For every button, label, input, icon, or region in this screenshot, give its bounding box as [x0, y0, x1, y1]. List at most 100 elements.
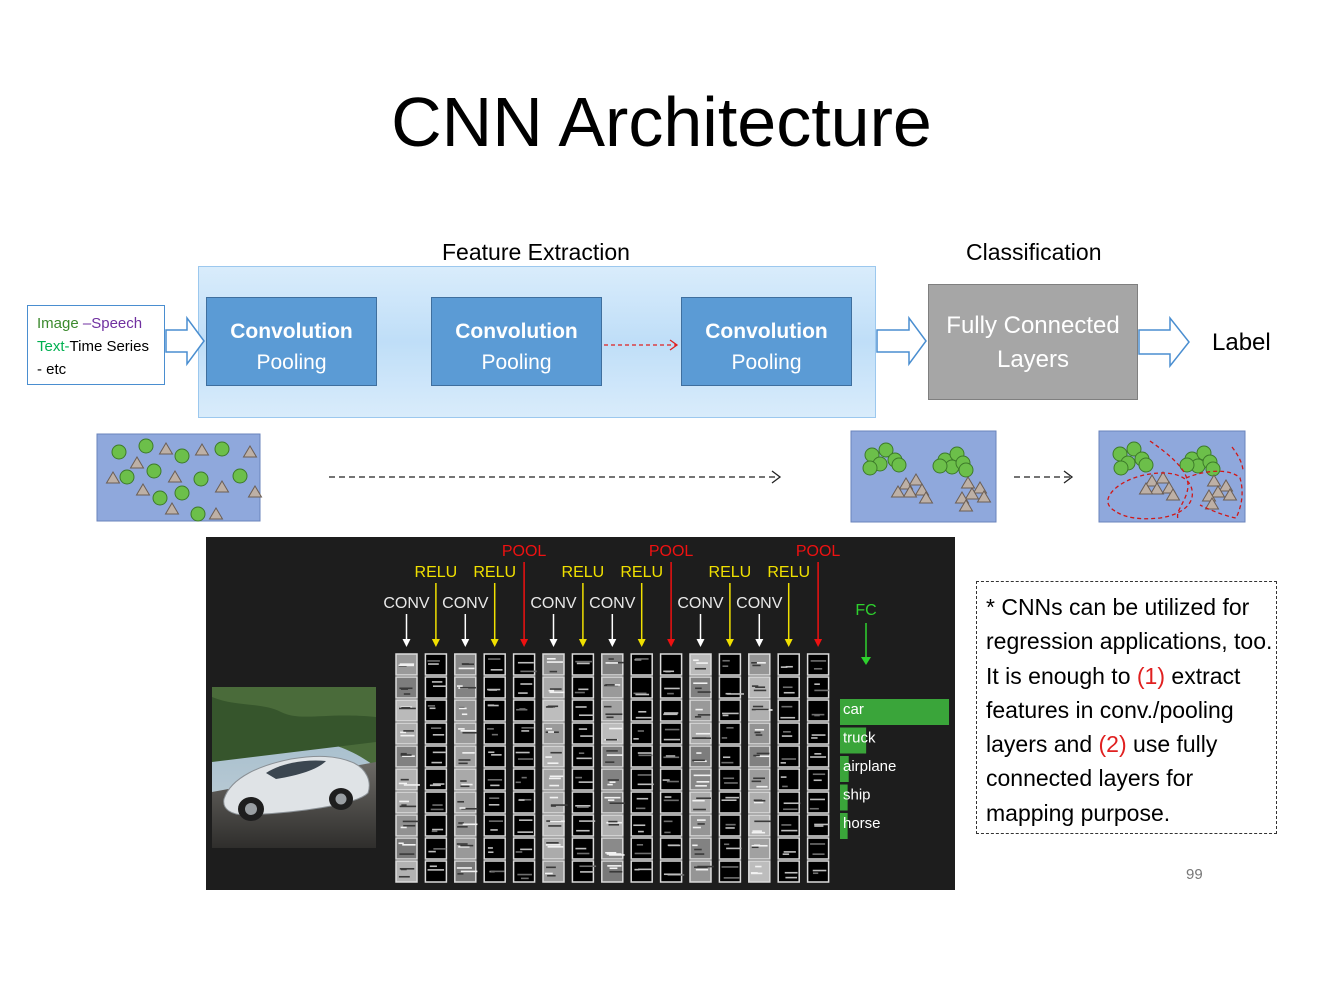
layer-arrow-icon — [461, 614, 470, 647]
conv-label: Convolution — [455, 320, 578, 343]
relu-layer-label: RELU — [709, 564, 752, 581]
fc-line-1: Fully Connected — [946, 312, 1120, 339]
class-score-bar: ship — [840, 784, 871, 811]
layer-arrow-icon — [549, 614, 558, 647]
pool-layer-label: POOL — [649, 543, 694, 560]
input-image-text: Image — [37, 315, 79, 332]
note-text: extract — [1165, 662, 1241, 689]
conv-pool-block-3: Convolution Pooling — [681, 297, 852, 386]
feature-map-column — [483, 653, 506, 883]
relu-layer-label: RELU — [415, 564, 458, 581]
conv-label: Convolution — [705, 320, 828, 343]
score-bar — [840, 784, 848, 811]
classified-scatter — [1098, 430, 1246, 523]
relu-layer-label: RELU — [562, 564, 605, 581]
relu-layer-label: RELU — [620, 564, 663, 581]
feature-map-column — [395, 653, 420, 883]
dashed-arrow-icon — [329, 470, 782, 484]
layer-arrow-icon — [755, 614, 764, 647]
feature-map-column — [454, 653, 478, 883]
input-separator: – — [78, 315, 92, 332]
class-score-bar: airplane — [840, 756, 896, 782]
block-arrow-icon — [165, 315, 205, 367]
feature-map-column — [748, 653, 773, 883]
feature-map-column — [659, 653, 685, 883]
feature-map-column — [424, 653, 448, 883]
note-marker-1: (1) — [1136, 662, 1166, 689]
input-timeseries-text: Time Series — [69, 338, 149, 355]
features-scatter — [850, 430, 997, 523]
note-line: features in conv./pooling — [986, 696, 1234, 723]
cnn-visualization-svg: CONV RELU CONV RELU POOL CONV RELU CONV RELU POOL… — [212, 543, 949, 883]
class-score-bar: car — [840, 699, 949, 725]
feature-map-column — [777, 653, 801, 883]
pool-layer-label: POOL — [796, 543, 841, 560]
conv-layer-label: CONV — [442, 595, 489, 612]
feature-map-column — [542, 653, 568, 883]
fc-layer-label: FC — [855, 602, 876, 619]
output-label: Label — [1212, 329, 1271, 356]
conv-layer-label: CONV — [589, 595, 636, 612]
pipeline-graphics — [96, 315, 1246, 523]
mixed-data-scatter — [96, 433, 262, 522]
pool-label: Pooling — [481, 351, 552, 374]
layer-arrow-icon — [578, 583, 587, 647]
note-line: layers and (2) use fully — [986, 727, 1276, 761]
feature-extraction-label: Feature Extraction — [442, 239, 630, 265]
conv-pool-block-2: Convolution Pooling — [431, 297, 602, 386]
regression-note: * CNNs can be utilized for regression ap… — [976, 581, 1277, 834]
note-marker-2: (2) — [1098, 731, 1127, 758]
feature-map-column — [806, 653, 830, 883]
note-text: It is enough to — [986, 662, 1137, 689]
score-bar — [840, 727, 867, 754]
block-arrow-icon — [876, 315, 927, 367]
layer-arrow-icon — [608, 614, 617, 647]
block-arrow-icon — [1138, 315, 1190, 369]
input-separator: - — [64, 338, 70, 355]
class-label: horse — [843, 815, 881, 832]
input-text-text: Text — [37, 338, 65, 355]
fc-line-2: Layers — [996, 346, 1070, 373]
layer-arrow-icon — [490, 583, 499, 647]
feature-map-column — [571, 653, 597, 883]
layer-arrow-icon — [784, 583, 793, 647]
layer-arrow-icon — [696, 614, 705, 647]
dashed-arrow-icon — [604, 339, 679, 351]
note-text: layers and — [986, 731, 1099, 758]
feature-map-column — [601, 653, 626, 883]
layer-arrow-icon — [814, 562, 823, 647]
note-text: use fully — [1126, 731, 1218, 758]
cnn-visualization: CONV RELU CONV RELU POOL CONV RELU CONV RELU POOL… — [206, 537, 955, 890]
input-speech-text: Speech — [91, 315, 143, 332]
layer-arrow-icon — [402, 614, 411, 647]
note-line: mapping purpose. — [986, 799, 1171, 826]
class-score-bar: horse — [840, 813, 881, 839]
class-label: truck — [843, 730, 876, 747]
input-types-box: Image –Speech Text-Time Series - etc — [27, 305, 165, 385]
layer-arrow-icon — [520, 562, 529, 647]
score-bar — [840, 756, 849, 782]
layer-arrow-icon — [667, 562, 676, 647]
feature-map-column — [512, 653, 537, 883]
note-line: * CNNs can be utilized for — [986, 594, 1250, 620]
relu-layer-label: RELU — [767, 564, 810, 581]
score-bar — [840, 699, 949, 725]
note-line: It is enough to (1) extract — [986, 659, 1276, 693]
conv-pool-block-1: Convolution Pooling — [206, 297, 377, 386]
pool-layer-label: POOL — [502, 543, 547, 560]
classification-label: Classification — [966, 239, 1102, 265]
slide-title: CNN Architecture — [391, 83, 932, 161]
input-etc-text: - etc — [37, 361, 67, 378]
feature-map-column — [689, 653, 714, 883]
class-label: car — [843, 701, 864, 718]
fc-arrow-icon — [861, 623, 871, 665]
layer-arrow-icon — [725, 583, 734, 647]
note-line: regression applications, too. — [986, 628, 1273, 655]
fully-connected-block: Fully Connected Layers — [928, 284, 1138, 400]
conv-layer-label: CONV — [736, 595, 783, 612]
class-score-bar: truck — [840, 727, 876, 754]
conv-layer-label: CONV — [530, 595, 577, 612]
relu-layer-label: RELU — [473, 564, 516, 581]
pool-label: Pooling — [731, 351, 802, 374]
dashed-arrow-icon — [1014, 470, 1074, 484]
